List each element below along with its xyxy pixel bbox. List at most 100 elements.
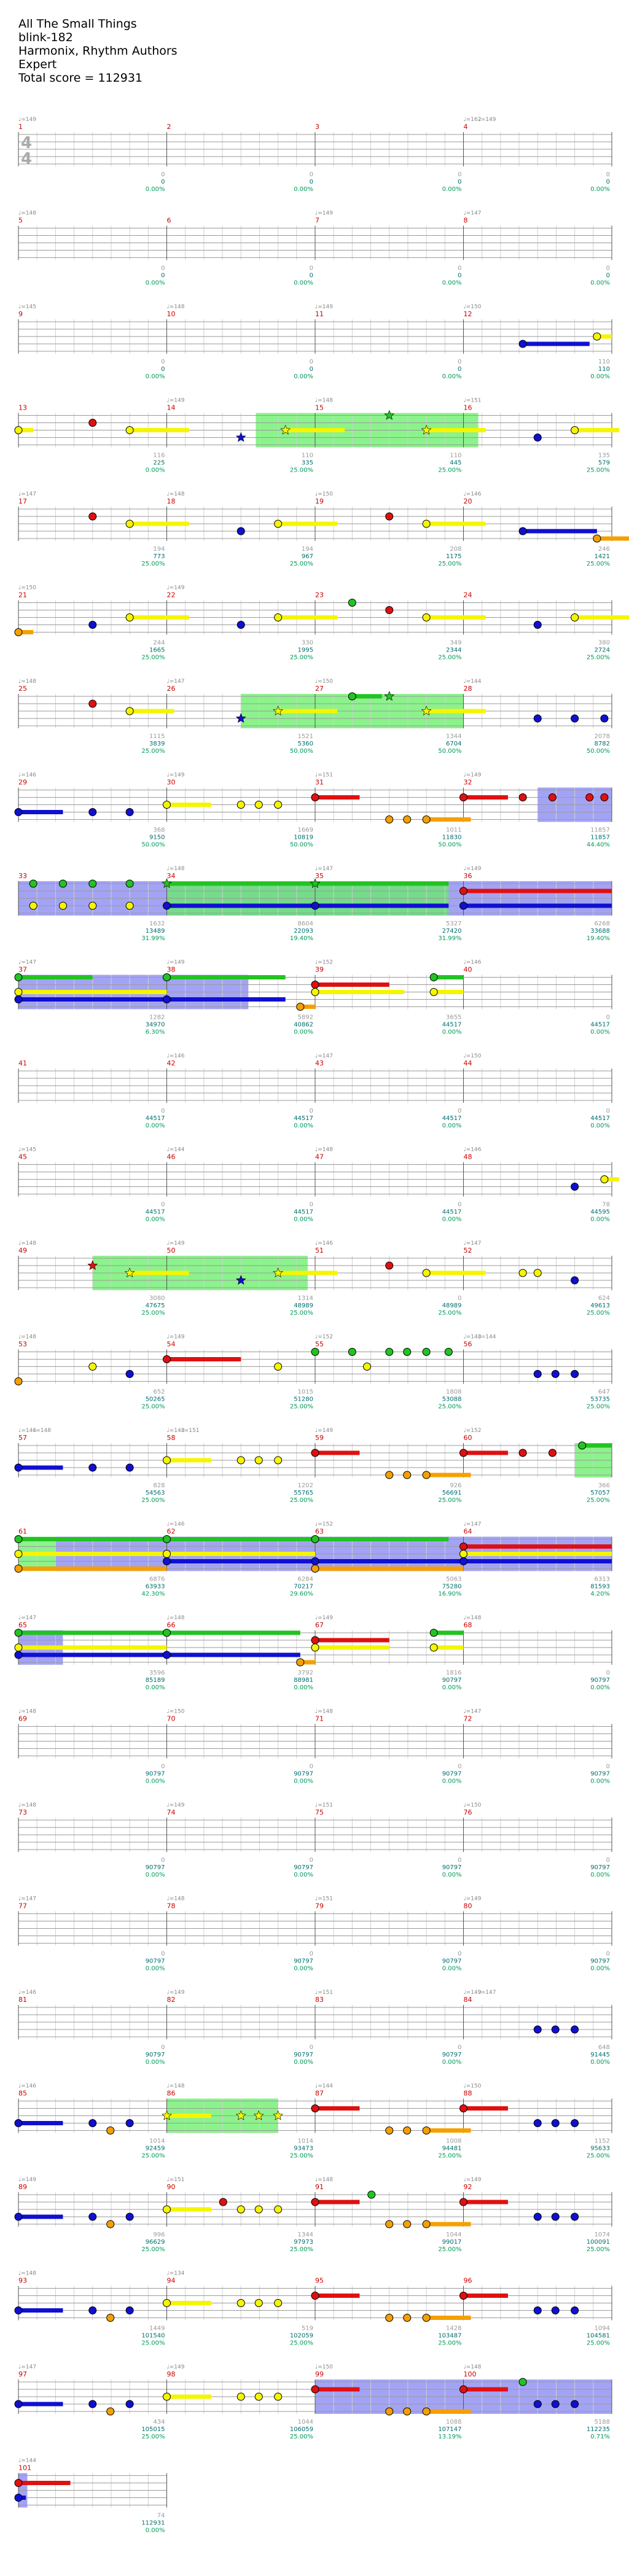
star-note [235,2110,246,2120]
tempo-marker: ♩=152 [315,1334,333,1341]
tempo-marker: ♩=149 [167,398,185,404]
tempo-marker: ♩=148 [167,2084,185,2090]
measure-note-count: 6313 [595,1576,610,1583]
red-note [518,1449,527,1457]
red-note [459,887,467,895]
orange-note [106,2220,115,2228]
measure-score: 49613 [590,1302,610,1309]
measure-percent: 50.00% [438,842,461,849]
measure-number: 66 [167,1621,176,1629]
sustain-tail [130,709,174,714]
orange-note [296,1003,305,1011]
measure-percent: 25.00% [587,655,610,661]
tempo-marker: ♩=148 [167,304,185,310]
tempo-marker: ♩=149 [167,1240,185,1247]
measure-note-count: 1521 [298,733,313,740]
blue-note [14,2212,23,2221]
measure-note-count: 0 [606,1857,610,1864]
blue-note [551,2400,560,2408]
tempo-marker: ♩=149 [464,2177,482,2183]
measure-note-count: 5327 [446,920,461,927]
yellow-note [88,1363,97,1371]
measure-score: 56691 [442,1490,462,1496]
measure-score: 112235 [587,2426,610,2433]
measure-note-count: 0 [161,265,165,272]
measure-percent: 42.30% [141,1591,165,1598]
sustain-tail [166,1630,300,1635]
measure-number: 72 [464,1715,472,1723]
measure-note-count: 0 [458,359,461,365]
measure-percent: 0.00% [442,1216,462,1223]
measure-note-count: 0 [458,1764,461,1770]
star-note [421,706,432,716]
measure-percent: 6.30% [146,1029,165,1036]
measure-number: 63 [315,1528,324,1536]
measure-number: 61 [18,1528,27,1536]
measure-percent: 25.00% [438,1497,461,1504]
measure-percent: 25.00% [587,1497,610,1504]
blue-note [518,527,527,535]
yellow-note [254,801,263,809]
measure-percent: 0.00% [442,186,462,193]
measure-score: 96629 [146,2239,165,2246]
sustain-tail [604,1177,620,1181]
sustain-tail [426,521,486,526]
measure-number: 92 [464,2183,472,2191]
measure-number: 36 [464,872,472,880]
measure-number: 50 [167,1247,176,1255]
measure-percent: 25.00% [290,2153,313,2160]
orange-note [106,2407,115,2416]
blue-note [533,2212,542,2221]
measure-number: 28 [464,685,472,693]
measure-number: 11 [315,310,324,318]
sustain-tail [18,810,63,814]
blue-note [125,2119,134,2127]
star-note [235,432,246,442]
measure-number: 29 [18,779,27,787]
tempo-marker: ♩=147 [18,491,36,497]
measure-number: 57 [18,1434,27,1442]
sustain-tail [278,521,338,526]
measure-number: 96 [464,2277,472,2285]
measure-note-count: 0 [310,1108,313,1115]
green-note [163,1628,171,1637]
yellow-note [254,1456,263,1465]
measure-note-count: 246 [598,546,610,553]
measure-number: 49 [18,1247,27,1255]
measure-percent: 13.19% [438,2434,461,2440]
time-signature-top: 4 [21,134,32,152]
tempo-marker: ♩=146 [464,960,482,966]
measure-note-count: 0 [310,1764,313,1770]
measure-percent: 16.90% [438,1591,461,1598]
green-note [422,1348,431,1356]
measure-number: 65 [18,1621,27,1629]
measure-1: 1000.00% [18,123,167,193]
measure-score: 44517 [590,1115,610,1122]
orange-note [296,1658,305,1667]
blue-note [88,2306,97,2314]
blue-note [14,808,23,816]
blue-note [600,714,609,723]
star-note [124,1267,135,1278]
measure-percent: 25.00% [141,2246,165,2253]
yellow-note [163,1550,171,1558]
sustain-tail [18,428,34,432]
sustain-tail [426,2128,471,2133]
sustain-tail [278,615,338,620]
sustain-tail [18,2121,63,2125]
measure-number: 62 [167,1528,176,1536]
measure-score: 0 [310,366,313,373]
measure-score: 90797 [590,1958,610,1965]
tempo-marker: ♩=147 [18,960,36,966]
